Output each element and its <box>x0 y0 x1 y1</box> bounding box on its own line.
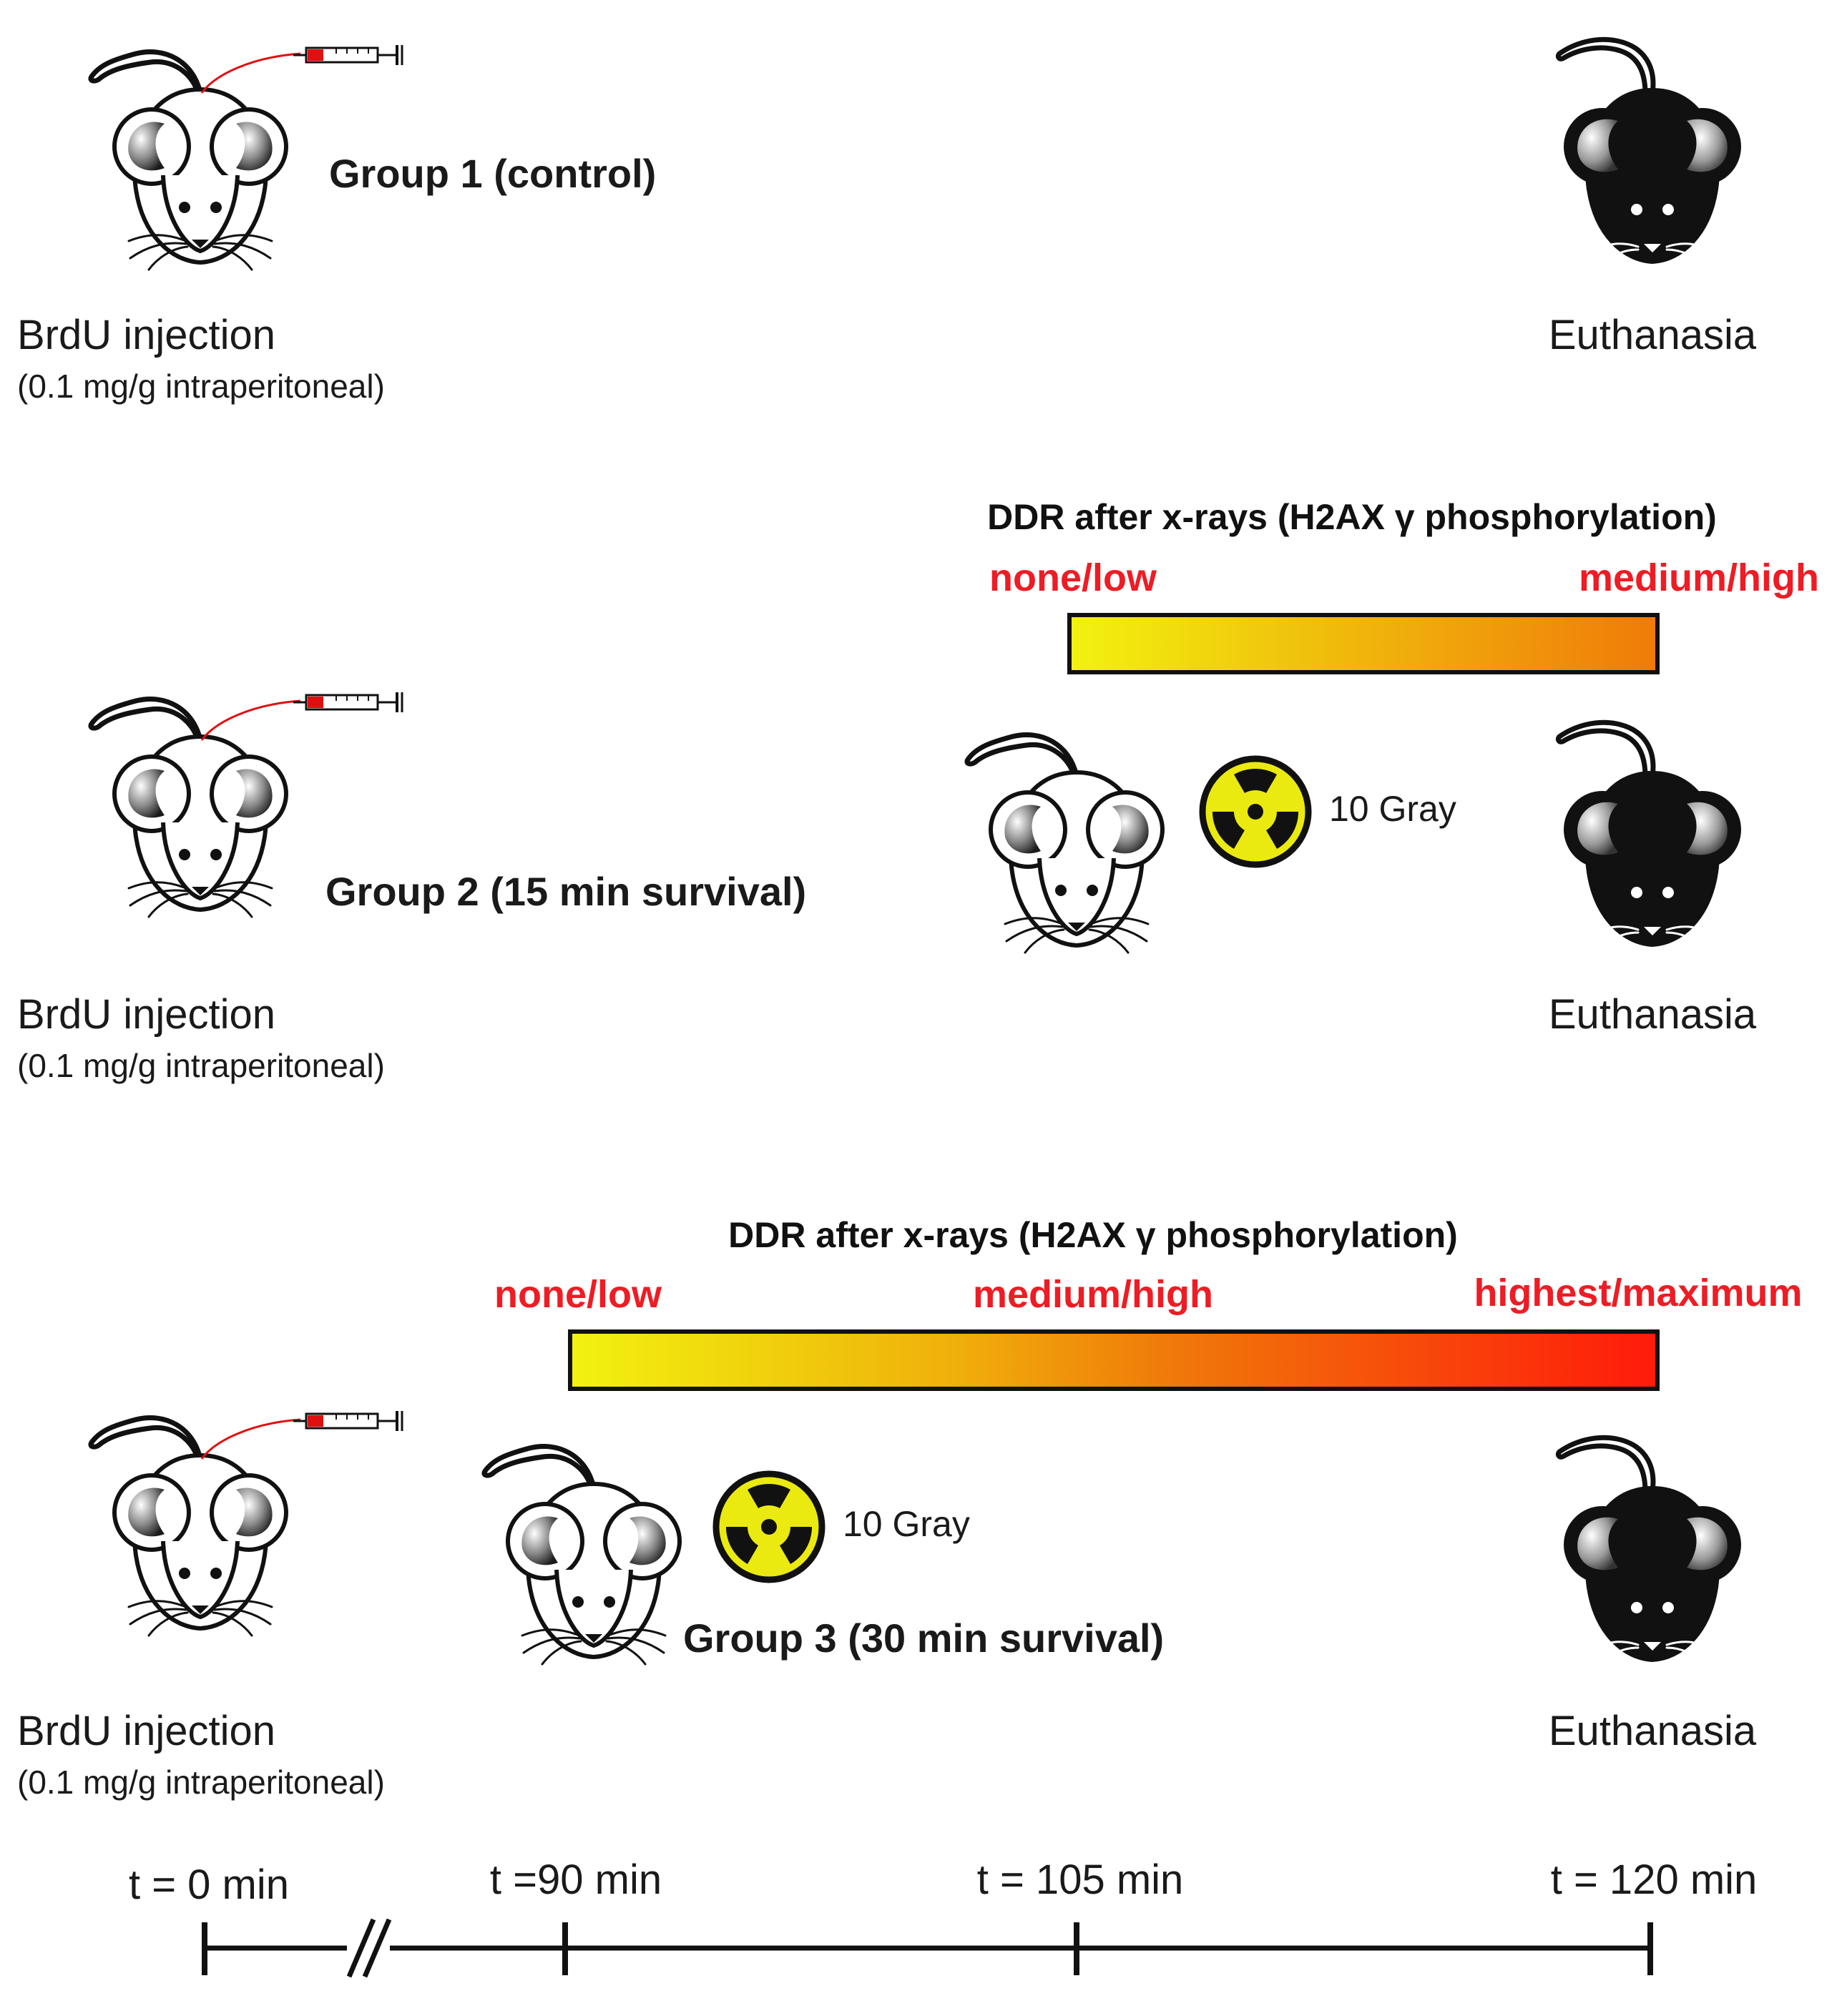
group3-euthanasia-label: Euthanasia <box>1549 1708 1757 1754</box>
injection-line <box>200 52 301 94</box>
group3-level-low: none/low <box>494 1273 662 1316</box>
group2-level-high: medium/high <box>1579 556 1819 599</box>
injection-line <box>200 1418 301 1460</box>
black-mouse-icon <box>1558 722 1741 948</box>
group2-dose: 10 Gray <box>1329 789 1456 829</box>
group2-ddr-title: DDR after x-rays (H2AX γ phosphorylation… <box>987 497 1717 537</box>
group1-row: Group 1 (control) BrdU injection (0.1 mg… <box>17 39 1757 405</box>
white-mouse-icon <box>91 1417 286 1636</box>
syringe-icon <box>292 44 403 67</box>
group3-ddr-title: DDR after x-rays (H2AX γ phosphorylation… <box>728 1215 1458 1255</box>
timeline-t0-label: t = 0 min <box>129 1862 289 1908</box>
group2-row: DDR after x-rays (H2AX γ phosphorylation… <box>17 497 1819 1084</box>
timeline-t105-label: t = 105 min <box>977 1857 1184 1903</box>
group1-injection-label: BrdU injection <box>17 312 275 358</box>
group3-row: DDR after x-rays (H2AX γ phosphorylation… <box>17 1215 1803 1801</box>
syringe-icon <box>292 691 403 714</box>
group3-dose: 10 Gray <box>843 1504 970 1544</box>
black-mouse-icon <box>1558 39 1741 265</box>
injection-line <box>200 699 301 741</box>
group3-level-mid: medium/high <box>973 1273 1213 1316</box>
group2-level-low: none/low <box>989 556 1157 599</box>
white-mouse-icon <box>91 51 286 270</box>
group1-label: Group 1 (control) <box>329 151 656 196</box>
group2-euthanasia-label: Euthanasia <box>1549 991 1757 1038</box>
group3-level-max: highest/maximum <box>1474 1272 1802 1314</box>
group1-injection-detail: (0.1 mg/g intraperitoneal) <box>17 368 385 405</box>
group1-euthanasia-label: Euthanasia <box>1549 312 1757 358</box>
group2-injection-label: BrdU injection <box>17 991 275 1038</box>
group3-ddr-gradient-bar <box>568 1329 1660 1391</box>
timeline-t90-label: t =90 min <box>490 1857 662 1903</box>
group3-injection-detail: (0.1 mg/g intraperitoneal) <box>17 1764 385 1801</box>
syringe-icon <box>292 1410 403 1432</box>
timeline: t = 0 min t =90 min t = 105 min t = 120 … <box>129 1857 1758 1978</box>
white-mouse-icon <box>484 1446 680 1664</box>
timeline-break-icon <box>346 1918 392 1978</box>
group3-label: Group 3 (30 min survival) <box>683 1616 1164 1661</box>
group2-label: Group 2 (15 min survival) <box>325 869 806 914</box>
group3-injection-label: BrdU injection <box>17 1708 275 1754</box>
white-mouse-icon <box>91 699 286 917</box>
white-mouse-icon <box>967 734 1162 953</box>
black-mouse-icon <box>1558 1437 1741 1663</box>
group2-injection-detail: (0.1 mg/g intraperitoneal) <box>17 1047 385 1084</box>
radiation-icon <box>716 1474 822 1580</box>
radiation-icon <box>1202 759 1308 865</box>
timeline-t120-label: t = 120 min <box>1551 1857 1758 1903</box>
group2-ddr-gradient-bar <box>1067 613 1660 674</box>
